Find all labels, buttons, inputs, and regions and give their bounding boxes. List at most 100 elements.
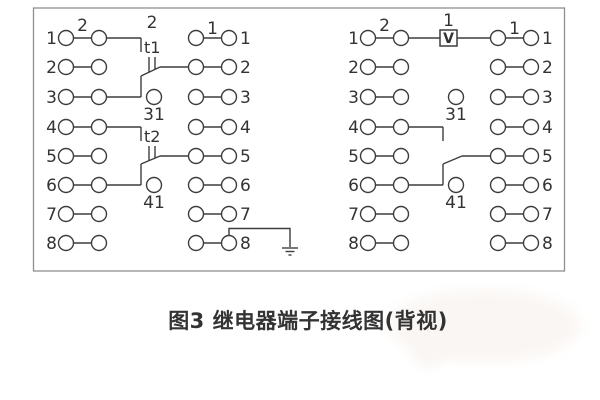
terminal-circle (489, 58, 507, 76)
terminal-circle (489, 88, 507, 106)
terminal-circle (90, 118, 108, 136)
terminal-number-right: 4 (542, 118, 553, 138)
page-stain-small (412, 334, 446, 368)
terminal-circle (90, 205, 108, 223)
terminal-circle (220, 234, 238, 252)
terminal-circle (522, 234, 540, 252)
terminal-circle (187, 176, 205, 194)
terminal-number-right: 7 (542, 205, 553, 225)
voltmeter-top-label: 1 (443, 11, 454, 31)
contact-time-label: t1 (144, 38, 160, 57)
voltmeter-letter: V (443, 31, 454, 47)
terminal-circle (220, 118, 238, 136)
terminal-circle (57, 147, 75, 165)
terminal-circle (392, 118, 410, 136)
terminal-circle (57, 118, 75, 136)
terminal-circle (57, 205, 75, 223)
terminal-circle (187, 234, 205, 252)
terminal-circle (522, 147, 540, 165)
mid-terminal-label: 31 (445, 105, 467, 125)
terminal-number-left: 4 (348, 118, 359, 138)
ground-wire (228, 227, 291, 247)
relay-contact (408, 126, 491, 186)
terminal-number-left: 6 (348, 176, 359, 196)
terminal-circle (57, 58, 75, 76)
terminal-circle (187, 29, 205, 47)
terminal-circle (359, 29, 377, 47)
terminal-circle (57, 29, 75, 47)
terminal-circle (392, 205, 410, 223)
terminal-circle (187, 58, 205, 76)
terminal-circle (90, 176, 108, 194)
terminal-number-right: 3 (240, 88, 251, 108)
contact-time-label: t2 (144, 127, 160, 146)
terminal-circle (489, 118, 507, 136)
terminal-number-right: 1 (240, 29, 251, 49)
terminal-circle (187, 205, 205, 223)
mid-terminal-circle (447, 176, 465, 194)
terminal-circle (187, 147, 205, 165)
terminal-circle (522, 176, 540, 194)
terminal-number-left: 7 (46, 205, 57, 225)
terminal-circle (359, 88, 377, 106)
terminal-number-right: 2 (240, 58, 251, 78)
terminal-circle (220, 147, 238, 165)
terminal-number-left: 3 (46, 88, 57, 108)
terminal-circle (359, 234, 377, 252)
terminal-circle (220, 88, 238, 106)
terminal-circle (220, 205, 238, 223)
terminal-circle (489, 234, 507, 252)
terminal-circle (489, 176, 507, 194)
column-label-right: 1 (509, 19, 520, 39)
terminal-circle (392, 176, 410, 194)
wire (140, 66, 161, 77)
mid-terminal-label: 41 (143, 193, 165, 213)
terminal-circle (220, 176, 238, 194)
terminal-circle (90, 29, 108, 47)
mid-terminal-41: 41 (445, 176, 467, 213)
contact-top-label: 2 (147, 13, 158, 33)
mid-terminal-31: 31 (445, 88, 467, 125)
terminal-circle (522, 118, 540, 136)
terminal-number-right: 5 (542, 147, 553, 167)
terminal-number-left: 6 (46, 176, 57, 196)
terminal-number-right: 3 (542, 88, 553, 108)
terminal-circle (359, 176, 377, 194)
mid-terminal-label: 41 (445, 193, 467, 213)
mid-terminal-circle (145, 176, 163, 194)
terminal-circle (90, 234, 108, 252)
relay-contact-t1: t12 (106, 13, 189, 98)
terminal-circle (392, 58, 410, 76)
terminal-number-left: 5 (46, 147, 57, 167)
mid-terminal-circle (447, 88, 465, 106)
voltmeter-symbol: V1 (408, 11, 491, 47)
terminal-circle (90, 88, 108, 106)
wire (140, 155, 161, 165)
relay-contact-t2: t2 (106, 126, 189, 186)
wire (442, 155, 463, 165)
terminal-circle (392, 29, 410, 47)
mid-terminal-31: 31 (143, 88, 165, 125)
terminal-number-right: 1 (542, 29, 553, 49)
terminal-circle (489, 29, 507, 47)
terminal-number-left: 8 (348, 234, 359, 254)
terminal-circle (489, 147, 507, 165)
terminal-circle (57, 176, 75, 194)
ground-symbol (228, 227, 298, 256)
terminal-circle (57, 88, 75, 106)
terminal-number-right: 8 (240, 234, 251, 254)
terminal-circle (187, 118, 205, 136)
terminal-number-right: 6 (542, 176, 553, 196)
